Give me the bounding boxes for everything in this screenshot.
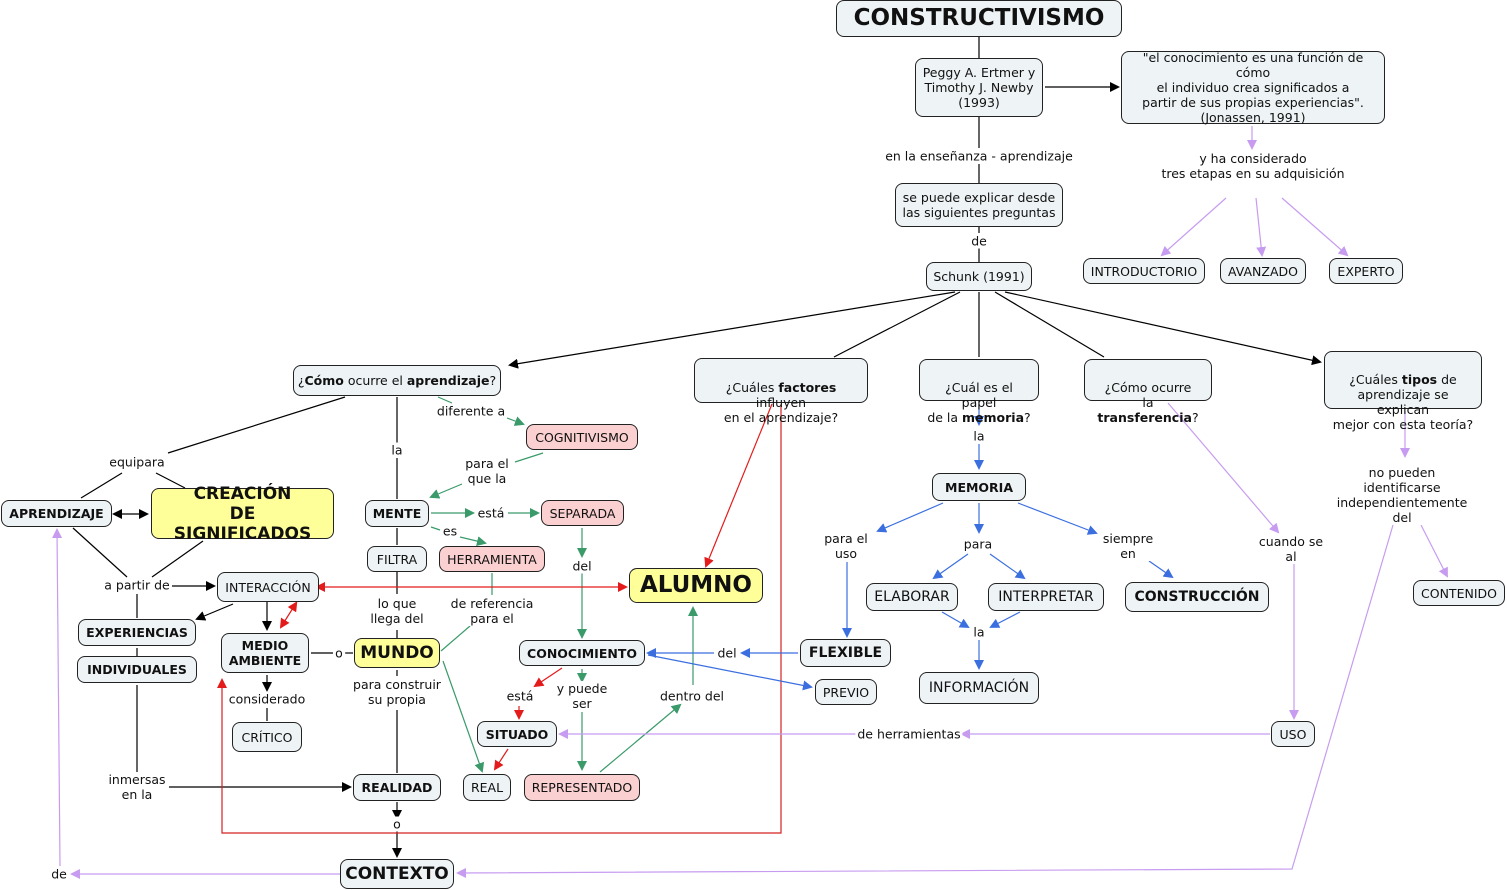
node-interaccion[interactable]: INTERACCIÓN <box>217 572 319 602</box>
node-mundo[interactable]: MUNDO <box>354 638 440 668</box>
link-label: y ha considerado tres etapas en su adqui… <box>1159 151 1347 181</box>
node-mente[interactable]: MENTE <box>365 500 429 527</box>
title-node-constructivismo[interactable]: CONSTRUCTIVISMO <box>836 0 1122 37</box>
q-bold: Cómo <box>304 373 344 388</box>
link-label: para construir su propia <box>351 677 443 707</box>
q-bold: memoria <box>962 410 1025 425</box>
link-label: para el que la <box>463 456 511 486</box>
node-avanzado[interactable]: AVANZADO <box>1220 258 1306 284</box>
node-uso[interactable]: USO <box>1271 721 1315 747</box>
q-bold: tipos <box>1401 372 1438 387</box>
q-text: de aprendizaje se explican mejor con est… <box>1332 372 1474 432</box>
link-label: para <box>961 536 995 552</box>
question-memoria[interactable]: ¿Cuál es el papel de la memoria? <box>919 359 1039 425</box>
link-label: lo que llega del <box>368 596 426 626</box>
link-label: de herramientas <box>855 726 963 742</box>
link-label: inmersas en la <box>106 772 168 802</box>
node-medio-ambiente[interactable]: MEDIO AMBIENTE <box>221 633 309 673</box>
node-separada[interactable]: SEPARADA <box>541 500 624 526</box>
node-representado[interactable]: REPRESENTADO <box>524 774 640 801</box>
node-preguntas[interactable]: se puede explicar desde las siguientes p… <box>895 183 1063 227</box>
node-introductorio[interactable]: INTRODUCTORIO <box>1083 258 1205 284</box>
node-experto[interactable]: EXPERTO <box>1329 258 1403 284</box>
link-label: y puede ser <box>554 681 610 711</box>
q-text: ? <box>1191 410 1199 425</box>
node-situado[interactable]: SITUADO <box>477 721 557 747</box>
q-bold: factores <box>778 380 837 395</box>
purple-links <box>52 126 1448 879</box>
link-label: de referencia para el <box>448 596 536 626</box>
q-text: ¿Cuál es el papel de la <box>927 380 1013 425</box>
node-memoria[interactable]: MEMORIA <box>932 473 1026 501</box>
node-elaborar[interactable]: ELABORAR <box>866 583 958 611</box>
link-label: es <box>440 523 460 539</box>
link-label: considerado <box>226 691 308 707</box>
link-label: está <box>475 505 507 521</box>
q-text: ¿Cómo ocurre la <box>1104 380 1192 410</box>
link-label: está <box>504 688 536 704</box>
link-label: equipara <box>107 454 167 470</box>
node-interpretar[interactable]: INTERPRETAR <box>988 583 1104 611</box>
node-previo[interactable]: PREVIO <box>815 679 877 705</box>
node-aprendizaje[interactable]: APRENDIZAJE <box>1 500 112 527</box>
node-real[interactable]: REAL <box>463 774 511 801</box>
link-label: la <box>971 428 987 444</box>
link-label: o <box>333 645 345 661</box>
q-text: ? <box>489 373 497 388</box>
link-label: cuando se al <box>1256 534 1326 564</box>
node-schunk[interactable]: Schunk (1991) <box>926 262 1032 291</box>
node-construccion[interactable]: CONSTRUCCIÓN <box>1125 582 1269 612</box>
node-jonassen-quote[interactable]: "el conocimiento es una función de cómo … <box>1121 50 1385 125</box>
link-label: dentro del <box>657 688 727 704</box>
link-label: no pueden identificarse independientemen… <box>1334 465 1470 525</box>
link-label: en la enseñanza - aprendizaje <box>883 148 1075 164</box>
link-label: la <box>389 442 405 458</box>
red-links <box>217 403 782 834</box>
q-bold: aprendizaje <box>406 373 490 388</box>
question-tipos[interactable]: ¿Cuáles tipos de aprendizaje se explican… <box>1324 351 1482 432</box>
node-experiencias[interactable]: EXPERIENCIAS <box>78 619 196 646</box>
q-text: influyen en el aprendizaje? <box>723 395 839 425</box>
node-contenido[interactable]: CONTENIDO <box>1413 580 1505 606</box>
node-cognitivismo[interactable]: COGNITIVISMO <box>526 424 638 450</box>
question-factores[interactable]: ¿Cuáles factores influyen en el aprendiz… <box>694 358 868 425</box>
link-label: del <box>570 558 594 574</box>
node-conocimiento[interactable]: CONOCIMIENTO <box>519 640 645 666</box>
link-label: diferente a <box>434 403 508 419</box>
q-text: ocurre el <box>343 373 407 388</box>
question-transferencia[interactable]: ¿Cómo ocurre la transferencia? <box>1084 359 1212 425</box>
link-label: o <box>391 816 403 832</box>
node-flexible[interactable]: FLEXIBLE <box>800 639 891 667</box>
node-herramienta[interactable]: HERRAMIENTA <box>439 546 545 572</box>
green-links <box>429 396 698 773</box>
question-como-aprendizaje[interactable]: ¿Cómo ocurre el aprendizaje? <box>293 365 501 396</box>
node-ertmer-newby[interactable]: Peggy A. Ertmer y Timothy J. Newby (1993… <box>915 58 1043 117</box>
q-bold: transferencia <box>1097 410 1192 425</box>
node-informacion[interactable]: INFORMACIÓN <box>919 672 1039 704</box>
link-label: a partir de <box>102 577 172 593</box>
node-filtra[interactable]: FILTRA <box>367 546 427 572</box>
link-label: siempre en <box>1100 531 1156 561</box>
node-contexto[interactable]: CONTEXTO <box>340 859 454 889</box>
q-text: ¿Cuáles <box>1349 372 1402 387</box>
q-text: ¿ <box>297 373 305 388</box>
blue-links <box>646 404 1174 691</box>
link-label: del <box>715 645 739 661</box>
node-realidad[interactable]: REALIDAD <box>353 774 441 801</box>
node-individuales[interactable]: INDIVIDUALES <box>77 656 197 683</box>
link-label: de <box>49 866 69 882</box>
link-label: para el uso <box>822 531 870 561</box>
black-links <box>72 36 1322 858</box>
q-text: ¿Cuáles <box>725 380 779 395</box>
node-alumno[interactable]: ALUMNO <box>629 568 763 603</box>
link-label: la <box>971 624 987 640</box>
link-label: de <box>969 233 989 249</box>
node-creacion-significados[interactable]: CREACIÓN DE SIGNIFICADOS <box>151 484 334 544</box>
node-critico[interactable]: CRÍTICO <box>232 722 302 752</box>
q-text: ? <box>1024 410 1031 425</box>
